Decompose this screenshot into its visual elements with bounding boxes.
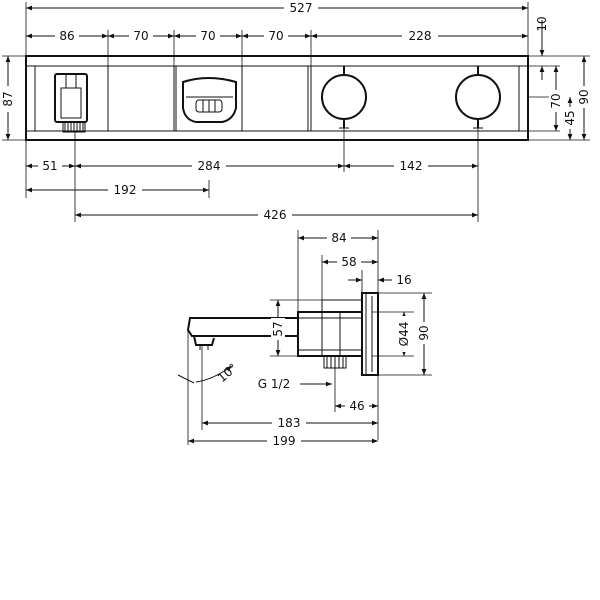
front-view: 527 86 70 70 70 228 87 10 (0, 1, 593, 222)
thermostat-body-outline (25, 55, 529, 141)
dim-70-right: 70 (549, 93, 563, 108)
dim-51: 51 (42, 159, 57, 173)
dim-45: 45 (563, 110, 577, 125)
dim-192: 192 (114, 183, 137, 197)
dim-284: 284 (198, 159, 221, 173)
dim-10: 10 (535, 16, 549, 31)
shower-holder-icon (54, 73, 88, 133)
dim-57: 57 (271, 321, 285, 336)
dim-86: 86 (59, 29, 74, 43)
dim-183: 183 (278, 416, 301, 430)
dim-142: 142 (400, 159, 423, 173)
control-knob-left-icon (321, 66, 367, 129)
dim-90-side: 90 (417, 325, 431, 340)
dim-dia-44: Ø44 (397, 322, 411, 347)
dim-426: 426 (264, 208, 287, 222)
dim-58: 58 (341, 255, 356, 269)
dim-87: 87 (1, 91, 15, 106)
dim-84: 84 (331, 231, 346, 245)
dim-70-c: 70 (268, 29, 283, 43)
dim-46: 46 (349, 399, 364, 413)
valve-body-outline (297, 311, 363, 357)
dim-199: 199 (273, 434, 296, 448)
dim-527: 527 (290, 1, 313, 15)
dim-70-a: 70 (133, 29, 148, 43)
dim-angle-10: 10° (215, 361, 240, 385)
dim-70-b: 70 (200, 29, 215, 43)
spout-symbol-icon (182, 77, 237, 123)
cover-plate-outline (361, 292, 379, 376)
side-view: 84 58 16 57 Ø44 90 10° G 1/2 46 (177, 230, 433, 448)
dim-90-right: 90 (577, 89, 591, 104)
dim-16: 16 (396, 273, 411, 287)
dim-228: 228 (409, 29, 432, 43)
label-thread-g12: G 1/2 (258, 377, 290, 391)
control-knob-right-icon (455, 66, 501, 129)
